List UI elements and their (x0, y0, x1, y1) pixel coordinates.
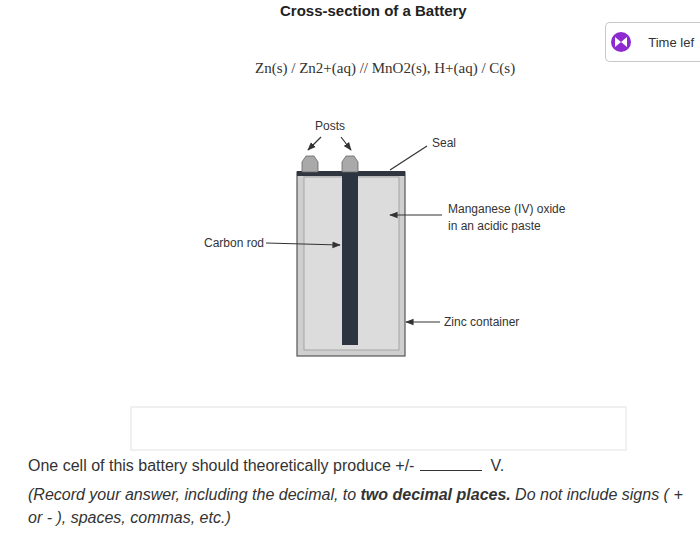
timer-box: Time lef (605, 22, 700, 62)
leader-arrow (341, 137, 351, 150)
part-label: Seal (432, 136, 456, 150)
part-label: Zinc container (444, 315, 519, 329)
timer-icon-glyph (615, 37, 627, 47)
part-label: Posts (315, 119, 345, 133)
part-label: Carbon rod (204, 236, 264, 250)
diagram-title: Cross-section of a Battery (280, 2, 467, 19)
leader-line (390, 146, 427, 170)
leader-arrow (266, 243, 340, 245)
leader-arrow (390, 214, 442, 215)
leader-arrow (406, 321, 440, 322)
instruction-text: (Record your answer, including the decim… (28, 483, 696, 529)
instruction-text: (Record your answer, including the decim… (28, 486, 356, 503)
question-text: One cell of this battery should theoreti… (28, 457, 414, 474)
part-label: Manganese (IV) oxide in an acidic paste (448, 201, 576, 235)
post (302, 156, 318, 172)
timer-icon (611, 32, 631, 52)
cell-notation: Zn(s) / Zn2+(aq) // MnO2(s), H+(aq) / C(… (255, 60, 515, 77)
answer-box (131, 407, 626, 450)
unit-text: V. (490, 457, 504, 474)
instruction-emphasis: two decimal places. (360, 486, 510, 503)
post (342, 156, 358, 172)
answer-blank (420, 456, 482, 471)
question-text: One cell of this battery should theoreti… (28, 456, 504, 475)
carbon-rod (342, 170, 358, 345)
leader-arrow (308, 137, 321, 150)
timer-text: Time lef (648, 35, 694, 50)
